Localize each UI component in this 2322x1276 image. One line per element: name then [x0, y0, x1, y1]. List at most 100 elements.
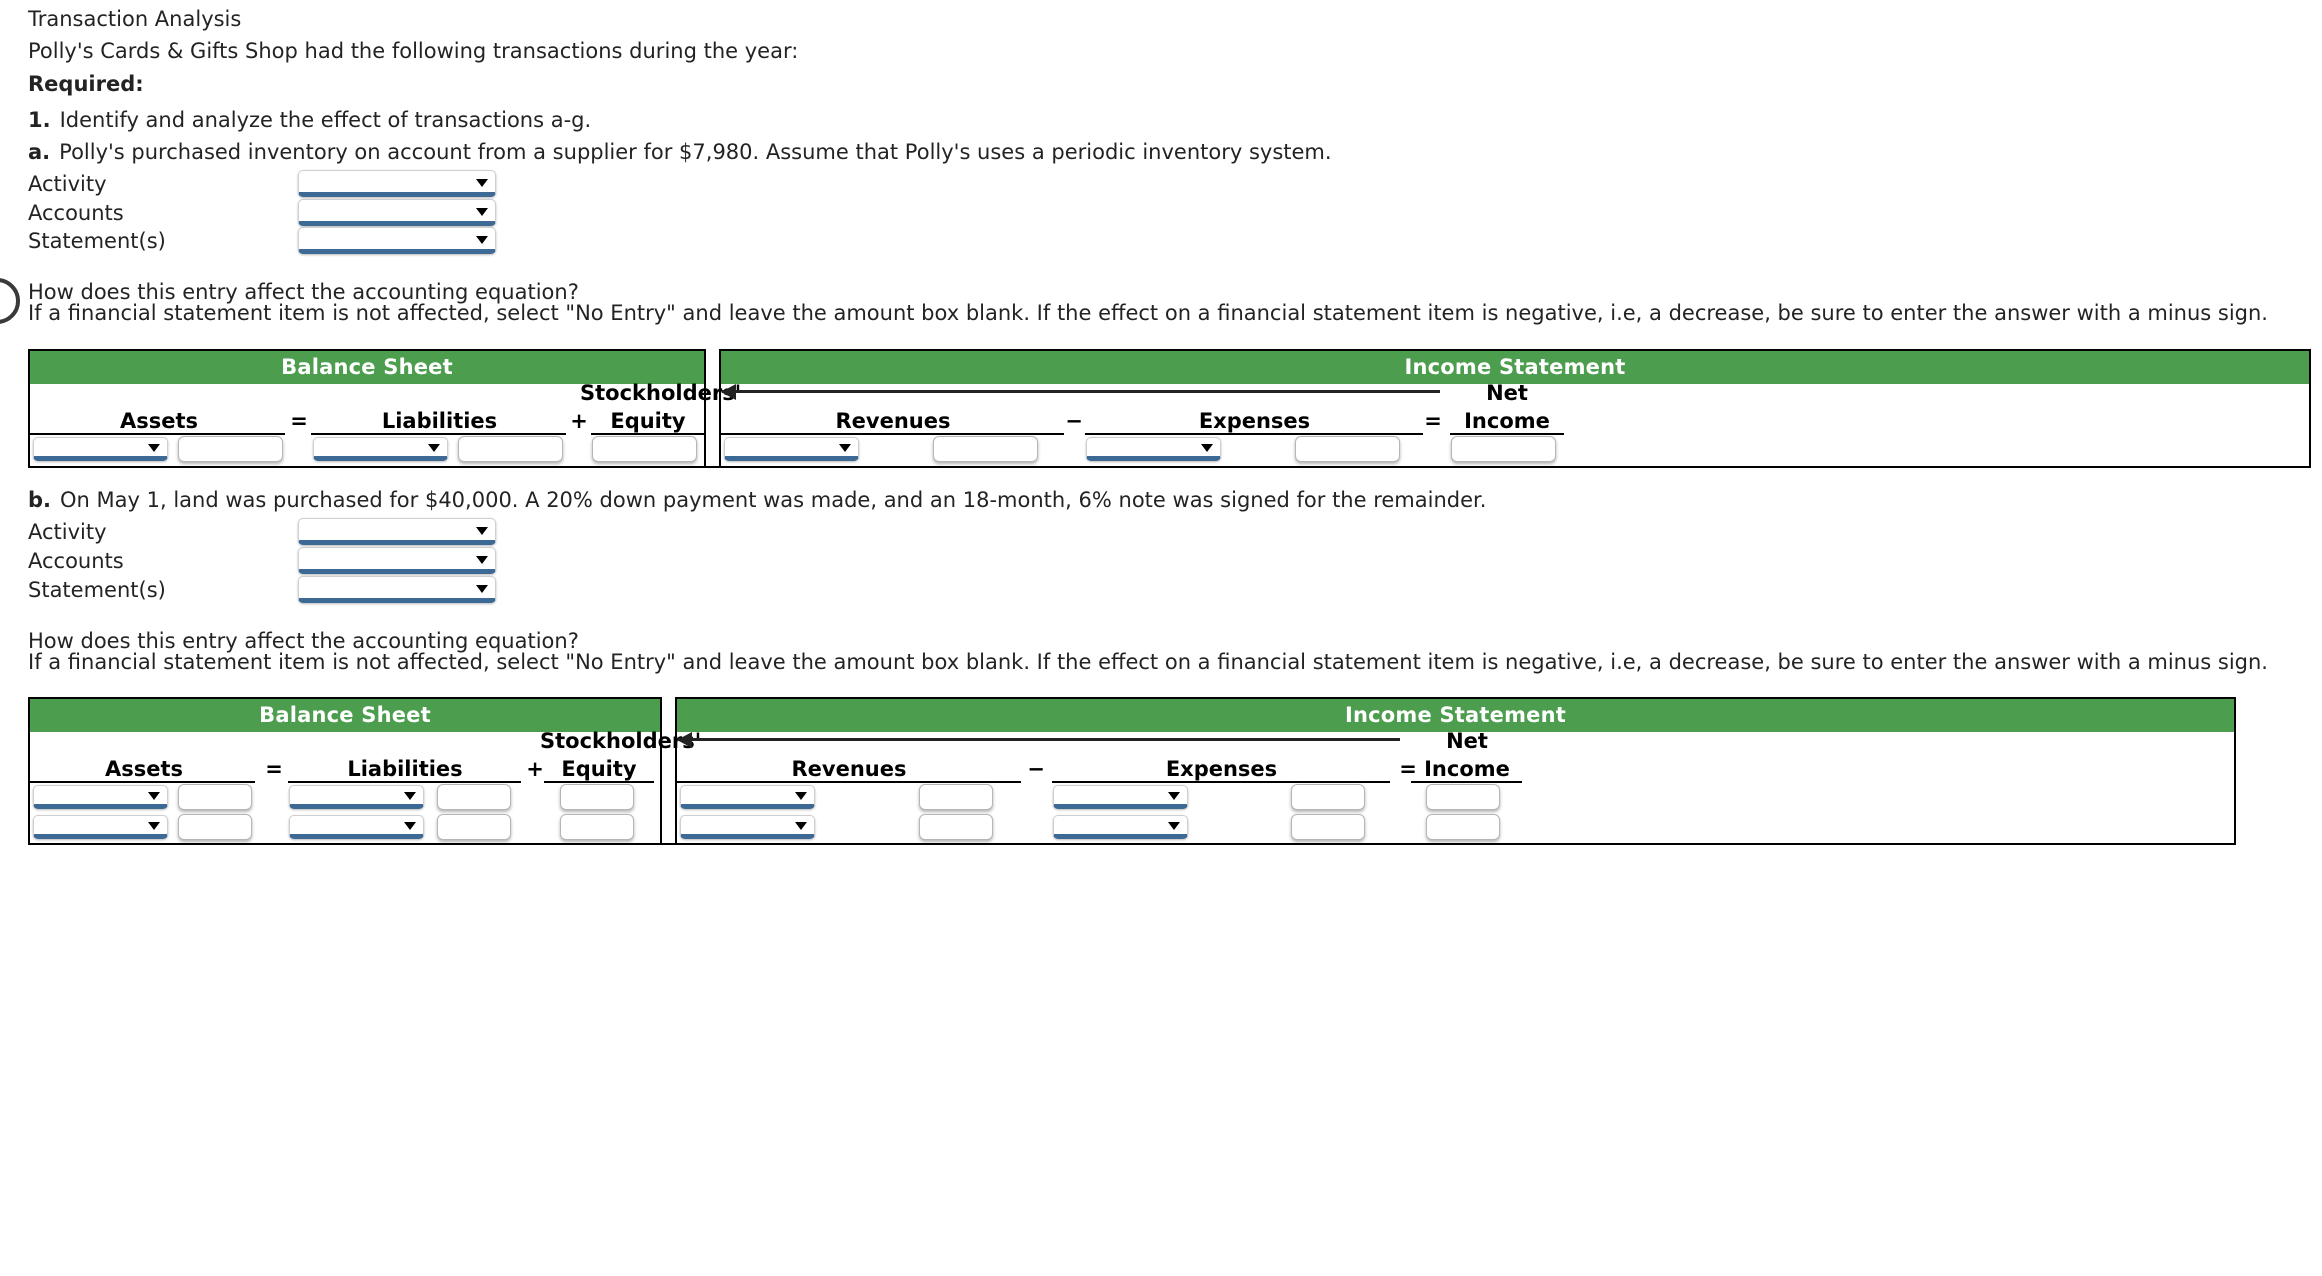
- chevron-down-icon: [148, 444, 160, 452]
- label-activity-a: Activity: [28, 172, 107, 196]
- select-revenues-account-b-row1[interactable]: [680, 785, 815, 809]
- rule-net-income-b: [1411, 781, 1522, 783]
- rule-assets-b: [30, 781, 255, 783]
- balance-sheet-frame-a: [28, 349, 706, 468]
- column-header-revenues-b: Revenues: [791, 757, 907, 781]
- rule-assets-a: [30, 433, 285, 435]
- rule-expenses-a: [1085, 433, 1423, 435]
- rule-liabilities-b: [288, 781, 521, 783]
- rule-net-income-a: [1450, 433, 1564, 435]
- input-equity-amount-b-row2[interactable]: [560, 814, 634, 840]
- operator-minus-a: −: [1065, 409, 1083, 433]
- column-header-assets-b: Assets: [104, 757, 184, 781]
- select-assets-account-b-row1[interactable]: [33, 785, 168, 809]
- input-net-income-amount-b-row1[interactable]: [1426, 784, 1500, 810]
- input-expenses-amount-b-row2[interactable]: [1291, 814, 1365, 840]
- circle-annotation: [0, 278, 20, 324]
- balance-sheet-frame-b: [28, 697, 662, 845]
- input-equity-amount-a-row1[interactable]: [592, 436, 697, 462]
- input-revenues-amount-b-row2[interactable]: [919, 814, 993, 840]
- chevron-down-icon: [404, 822, 416, 830]
- select-expenses-account-b-row1[interactable]: [1053, 785, 1188, 809]
- select-assets-account-b-row2[interactable]: [33, 815, 168, 839]
- transaction-b-statement: b. On May 1, land was purchased for $40,0…: [28, 488, 1486, 512]
- input-assets-amount-b-row1[interactable]: [178, 784, 252, 810]
- select-expenses-account-b-row2[interactable]: [1053, 815, 1188, 839]
- input-expenses-amount-b-row1[interactable]: [1291, 784, 1365, 810]
- income-statement-frame-b: [675, 697, 2236, 845]
- chevron-down-icon: [476, 207, 488, 216]
- label-activity-b: Activity: [28, 520, 107, 544]
- select-liabilities-account-a-row1[interactable]: [313, 437, 448, 461]
- select-revenues-account-a-row1[interactable]: [724, 437, 859, 461]
- select-statements-b[interactable]: [298, 576, 496, 603]
- select-liabilities-account-b-row1[interactable]: [289, 785, 424, 809]
- operator-plus-a: +: [570, 409, 588, 433]
- select-statements-a[interactable]: [298, 227, 496, 254]
- input-equity-amount-b-row1[interactable]: [560, 784, 634, 810]
- page-title: Transaction Analysis: [28, 7, 242, 31]
- select-liabilities-account-b-row2[interactable]: [289, 815, 424, 839]
- input-liabilities-amount-a-row1[interactable]: [458, 436, 563, 462]
- rule-equity-a: [591, 433, 705, 435]
- select-revenues-account-b-row2[interactable]: [680, 815, 815, 839]
- column-header-equity-b: Equity: [561, 757, 637, 781]
- select-assets-account-a-row1[interactable]: [33, 437, 168, 461]
- chevron-down-icon: [476, 235, 488, 244]
- required-label: Required:: [28, 72, 144, 96]
- chevron-down-icon: [428, 444, 440, 452]
- operator-equals-1-b: =: [265, 757, 283, 781]
- rule-revenues-a: [721, 433, 1064, 435]
- chevron-down-icon: [476, 526, 488, 535]
- label-accounts-a: Accounts: [28, 201, 124, 225]
- chevron-down-icon: [1168, 792, 1180, 800]
- select-expenses-account-a-row1[interactable]: [1086, 437, 1221, 461]
- left-arrow-icon: [677, 731, 1400, 748]
- chevron-down-icon: [1168, 822, 1180, 830]
- table-bottom-rule-a: [28, 466, 2311, 468]
- operator-equals-1-a: =: [290, 409, 308, 433]
- input-liabilities-amount-b-row2[interactable]: [437, 814, 511, 840]
- stockholders-label-a: Stockholders': [580, 381, 742, 405]
- input-liabilities-amount-b-row1[interactable]: [437, 784, 511, 810]
- rule-equity-b: [544, 781, 654, 783]
- column-header-net-income-a: Income: [1464, 409, 1550, 433]
- select-accounts-a[interactable]: [298, 199, 496, 226]
- question-line-b: How does this entry affect the accountin…: [28, 629, 579, 653]
- transaction-a-statement: a.Polly's purchased inventory on account…: [28, 140, 1332, 164]
- chevron-down-icon: [476, 178, 488, 187]
- transaction-b-marker: b.: [28, 488, 52, 512]
- label-statements-a: Statement(s): [28, 229, 166, 253]
- transaction-b-text: On May 1, land was purchased for $40,000…: [60, 488, 1487, 512]
- chevron-down-icon: [476, 555, 488, 564]
- operator-minus-b: −: [1027, 757, 1045, 781]
- requirement-1-text: Identify and analyze the effect of trans…: [59, 108, 592, 132]
- column-header-expenses-b: Expenses: [1165, 757, 1278, 781]
- input-assets-amount-a-row1[interactable]: [178, 436, 283, 462]
- label-accounts-b: Accounts: [28, 549, 124, 573]
- column-header-liabilities-b: Liabilities: [347, 757, 463, 781]
- net-label-a: Net: [1486, 381, 1528, 405]
- select-activity-b[interactable]: [298, 518, 496, 545]
- left-arrow-icon: [721, 383, 1440, 400]
- column-header-equity-a: Equity: [610, 409, 686, 433]
- input-net-income-amount-a-row1[interactable]: [1451, 436, 1556, 462]
- select-activity-a[interactable]: [298, 170, 496, 197]
- column-header-expenses-a: Expenses: [1198, 409, 1311, 433]
- chevron-down-icon: [148, 792, 160, 800]
- column-header-net-income-b: Income: [1424, 757, 1510, 781]
- input-expenses-amount-a-row1[interactable]: [1295, 436, 1400, 462]
- input-revenues-amount-a-row1[interactable]: [933, 436, 1038, 462]
- operator-equals-2-b: =: [1399, 757, 1417, 781]
- panel-header-balance-sheet-a: Balance Sheet: [30, 351, 704, 384]
- rule-revenues-b: [677, 781, 1021, 783]
- transaction-a-text: Polly's purchased inventory on account f…: [59, 140, 1332, 164]
- panel-header-balance-sheet-b: Balance Sheet: [30, 699, 660, 732]
- input-revenues-amount-b-row1[interactable]: [919, 784, 993, 810]
- select-accounts-b[interactable]: [298, 547, 496, 574]
- requirement-1-marker: 1.: [28, 108, 51, 132]
- input-net-income-amount-b-row2[interactable]: [1426, 814, 1500, 840]
- input-assets-amount-b-row2[interactable]: [178, 814, 252, 840]
- instruction-line-a: If a financial statement item is not aff…: [28, 301, 2268, 325]
